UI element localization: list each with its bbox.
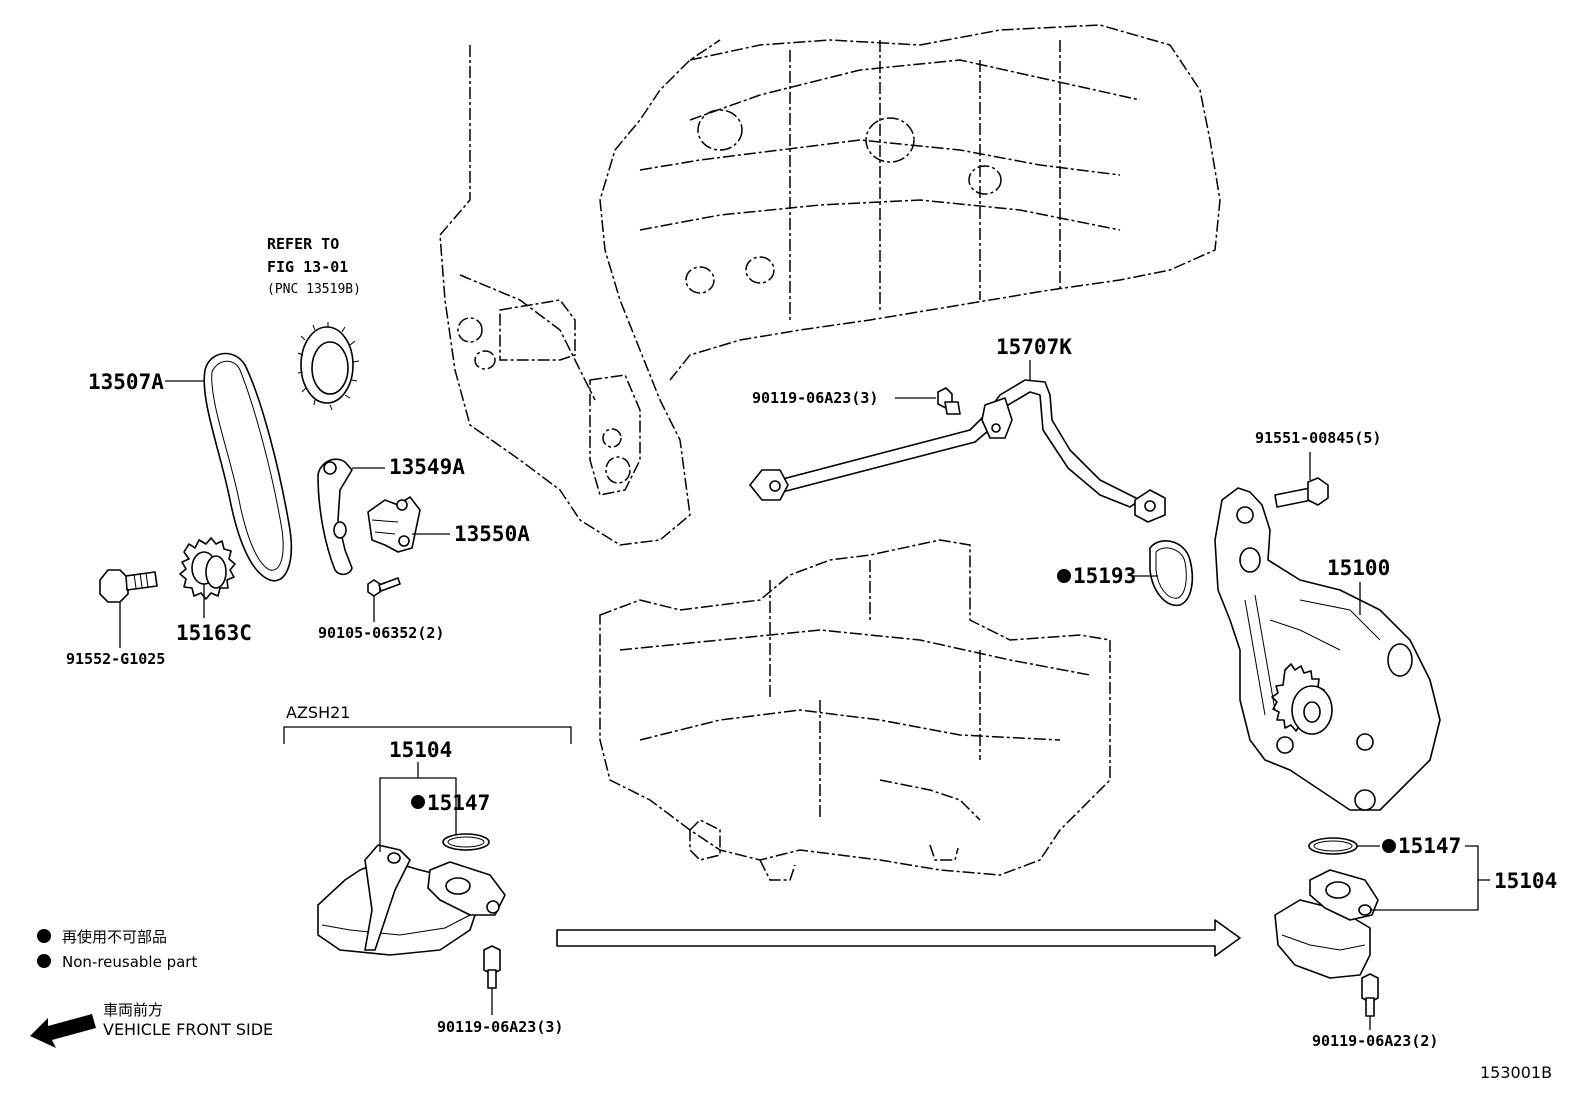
label-13549A: 13549A <box>389 455 465 479</box>
bolt-90119-06A23-right <box>1361 973 1379 1017</box>
vehicle-front-arrow-icon <box>30 1014 96 1048</box>
refer-text-line3: (PNC 13519B) <box>267 282 361 297</box>
label-90119-06A23-left: 90119-06A23(3) <box>437 1018 563 1036</box>
engine-block-outline <box>439 24 1221 546</box>
bolt-90119-06A23-top <box>937 387 961 415</box>
legend-dot-jp <box>37 929 51 943</box>
figure-code: 153001B <box>1480 1063 1552 1082</box>
gasket-15193 <box>1149 540 1194 606</box>
refer-text-line2: FIG 13-01 <box>267 258 348 276</box>
bolt-90105-06352 <box>367 577 401 597</box>
oil-pipe-15707K <box>749 379 1166 523</box>
lower-block-outline <box>599 539 1111 881</box>
oil-strainer-15104-left <box>317 844 506 956</box>
non-reusable-dot-15193 <box>1057 569 1071 583</box>
gasket-15147-right <box>1308 837 1358 855</box>
variant-arrow <box>556 919 1241 957</box>
label-15147-left: 15147 <box>427 791 490 815</box>
chain-guide-13549A <box>317 458 353 576</box>
chain-tensioner-13550A <box>367 496 421 553</box>
label-azsh21: AZSH21 <box>286 703 350 722</box>
leader-lines <box>119 360 1490 1030</box>
label-13550A: 13550A <box>454 522 530 546</box>
oil-pump-15100 <box>1214 487 1441 811</box>
legend-text-jp: 再使用不可部品 <box>62 928 167 946</box>
label-13507A: 13507A <box>88 370 164 394</box>
bolt-91552-G1025 <box>99 569 158 603</box>
label-90119-06A23-top: 90119-06A23(3) <box>752 389 878 407</box>
label-15193: 15193 <box>1073 564 1136 588</box>
label-90119-06A23-right: 90119-06A23(2) <box>1312 1032 1438 1050</box>
crankshaft-sprocket-reference <box>297 322 360 411</box>
label-15100: 15100 <box>1327 556 1390 580</box>
oil-strainer-15104-right <box>1274 869 1379 979</box>
front-text-jp: 車両前方 <box>103 1001 163 1019</box>
legend-text-en: Non-reusable part <box>62 953 197 971</box>
label-15104-right: 15104 <box>1494 869 1557 893</box>
label-91552-G1025: 91552-G1025 <box>66 650 165 668</box>
label-15707K: 15707K <box>996 335 1072 359</box>
label-15163C: 15163C <box>176 621 252 645</box>
front-text-en: VEHICLE FRONT SIDE <box>103 1020 273 1039</box>
oil-pump-sprocket-15163C <box>179 537 236 600</box>
label-15147-right: 15147 <box>1398 834 1461 858</box>
label-91551-00845: 91551-00845(5) <box>1255 429 1381 447</box>
non-reusable-dot-15147-left <box>411 795 425 809</box>
timing-chain-13507A <box>203 352 293 582</box>
bolt-91551-00845 <box>1274 477 1329 508</box>
label-15104-left: 15104 <box>389 738 452 762</box>
non-reusable-dot-15147-right <box>1382 839 1396 853</box>
legend-dot-en <box>37 954 51 968</box>
gasket-15147-left <box>442 833 490 851</box>
label-90105-06352: 90105-06352(2) <box>318 624 444 642</box>
refer-text-line1: REFER TO <box>267 235 339 253</box>
bolt-90119-06A23-left <box>483 945 501 989</box>
